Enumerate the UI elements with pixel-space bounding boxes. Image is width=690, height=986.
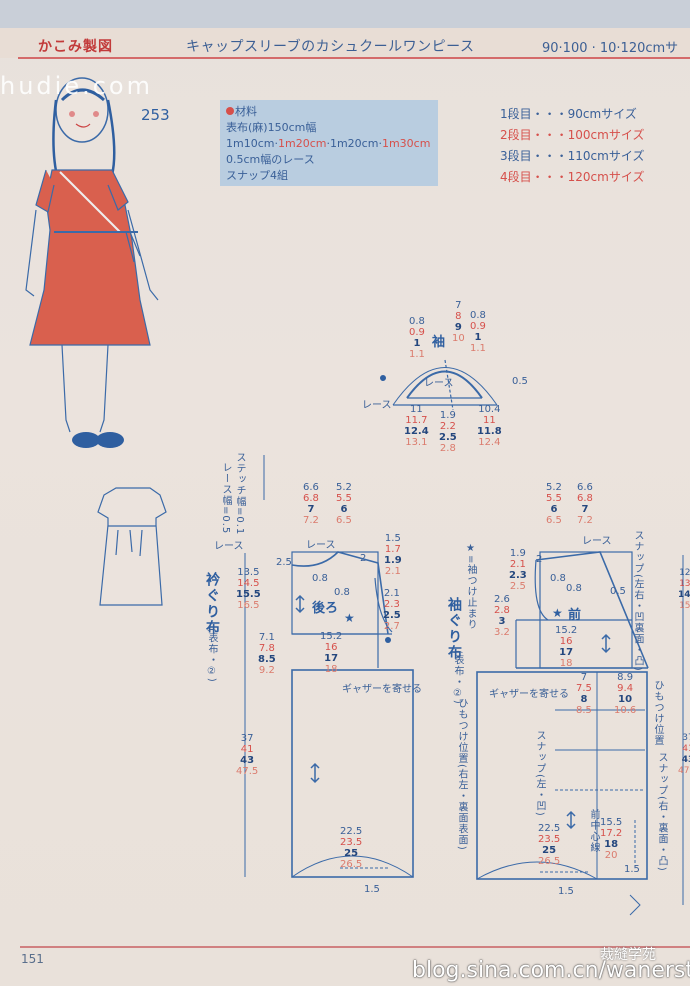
back-label: 後ろ bbox=[312, 601, 339, 616]
neck-binding-note: (表布・②) bbox=[206, 628, 217, 683]
header-divider bbox=[18, 57, 690, 59]
front-skirt-pattern bbox=[476, 671, 648, 880]
back-neck-inner-dim: 0.8 bbox=[312, 573, 328, 584]
front-tie-position-right: ひもつけ位置 bbox=[652, 680, 663, 746]
back-armhole-inner-dim: 0.8 bbox=[334, 587, 350, 598]
back-length-dim bbox=[244, 455, 265, 877]
size-legend-row: 4段目・・・120cmサイズ bbox=[500, 170, 645, 184]
watermark: hudie.com bbox=[0, 72, 153, 100]
bullet-icon bbox=[226, 107, 234, 115]
star-icon: ★ bbox=[344, 611, 355, 625]
back-shoulder-point: 2 bbox=[360, 553, 367, 564]
sleeve-pattern bbox=[380, 359, 498, 411]
back-skirt-pattern bbox=[291, 669, 414, 878]
top-strip bbox=[0, 0, 690, 28]
front-snap-top-label: スナップ(左右・凹裏面・凸) bbox=[632, 530, 643, 672]
page-number: 151 bbox=[21, 952, 44, 966]
pattern-number: 253 bbox=[141, 106, 170, 124]
front-edge-dim: 0.5 bbox=[610, 586, 626, 597]
front-bodice-pattern bbox=[515, 551, 649, 669]
front-tie-position-left: ひもつけ位置(右左・裏面表面) bbox=[456, 698, 467, 851]
front-hem-drop-dim: 1.5 bbox=[558, 886, 574, 897]
back-neck-left-dim: 2.5 bbox=[276, 557, 292, 568]
armhole-binding-note: (表布・②) bbox=[452, 650, 463, 705]
size-legend-row: 2段目・・・100cmサイズ bbox=[500, 128, 645, 142]
lace-width-note: レース幅=0.5 bbox=[220, 462, 231, 535]
header-sizes: 90·100 · 10·120cmサ bbox=[542, 41, 679, 56]
right-partial-dims: 12.513.514.515.5 bbox=[678, 568, 690, 611]
blog-watermark: blog.sina.com.cn/wanerstart bbox=[412, 958, 690, 983]
header-brand: かこみ製図 bbox=[38, 39, 113, 55]
back-lace-label: レース bbox=[306, 540, 336, 551]
star-icon: ★ bbox=[552, 606, 563, 620]
materials-lengths: 1m10cm·1m20cm·1m20cm·1m30cm bbox=[226, 137, 431, 150]
materials-heading: 材料 bbox=[235, 105, 257, 118]
back-gather-label: ギャザーを寄せる bbox=[342, 684, 422, 695]
armhole-binding-label: 袖ぐり布 bbox=[446, 597, 462, 661]
size-legend: 1段目・・・90cmサイズ 2段目・・・100cmサイズ 3段目・・・110cm… bbox=[500, 104, 644, 188]
front-shoulder-point: 2 bbox=[536, 554, 543, 565]
footer-divider bbox=[20, 946, 690, 948]
front-neck-inner-dim: 0.8 bbox=[566, 583, 582, 594]
page-title: キャップスリーブのカシュクールワンピース bbox=[186, 39, 475, 55]
front-gather-label: ギャザーを寄せる bbox=[489, 689, 569, 700]
size-legend-row: 1段目・・・90cmサイズ bbox=[500, 107, 637, 121]
front-armhole-inner-dim: 0.8 bbox=[550, 573, 566, 584]
flat-dress-sketch bbox=[97, 487, 167, 606]
neck-binding-label: 衿ぐり布 bbox=[204, 572, 220, 636]
front-label: 前 bbox=[568, 608, 582, 623]
header-band bbox=[0, 28, 690, 58]
armhole-star-note: ★=袖つけ止まり bbox=[465, 543, 476, 631]
materials-box: 材料 表布(麻)150cm幅 1m10cm·1m20cm·1m20cm·1m30… bbox=[220, 100, 438, 186]
sleeve-side-lace-label: レース bbox=[362, 400, 392, 411]
center-front-label: 前中心線 bbox=[588, 809, 599, 853]
back-hem-drop-dim: 1.5 bbox=[364, 884, 380, 895]
front-snap-right-label: スナップ(右・裏面・凸) bbox=[656, 752, 667, 872]
back-bodice-pattern bbox=[291, 551, 393, 668]
front-side-drop-dim: 1.5 bbox=[624, 864, 640, 875]
girl-illustration bbox=[25, 77, 159, 448]
stitch-width-note: ステッチ幅=0.1 bbox=[234, 452, 245, 536]
sleeve-lace-label: レース bbox=[424, 378, 454, 389]
neck-binding-lace-label: レース bbox=[214, 541, 244, 552]
materials-lace: 0.5cm幅のレース bbox=[226, 153, 315, 166]
sleeve-label: 袖 bbox=[432, 335, 446, 350]
sleeve-edge-dim: 0.5 bbox=[512, 376, 528, 387]
size-legend-row: 3段目・・・110cmサイズ bbox=[500, 149, 645, 163]
front-lace-label: レース bbox=[582, 536, 612, 547]
materials-snap: スナップ4組 bbox=[226, 169, 288, 182]
materials-fabric: 表布(麻)150cm幅 bbox=[226, 121, 317, 134]
front-snap-left-label: スナップ(左・凹) bbox=[534, 730, 545, 817]
credit-label: 裁縫学苑 bbox=[600, 947, 656, 963]
